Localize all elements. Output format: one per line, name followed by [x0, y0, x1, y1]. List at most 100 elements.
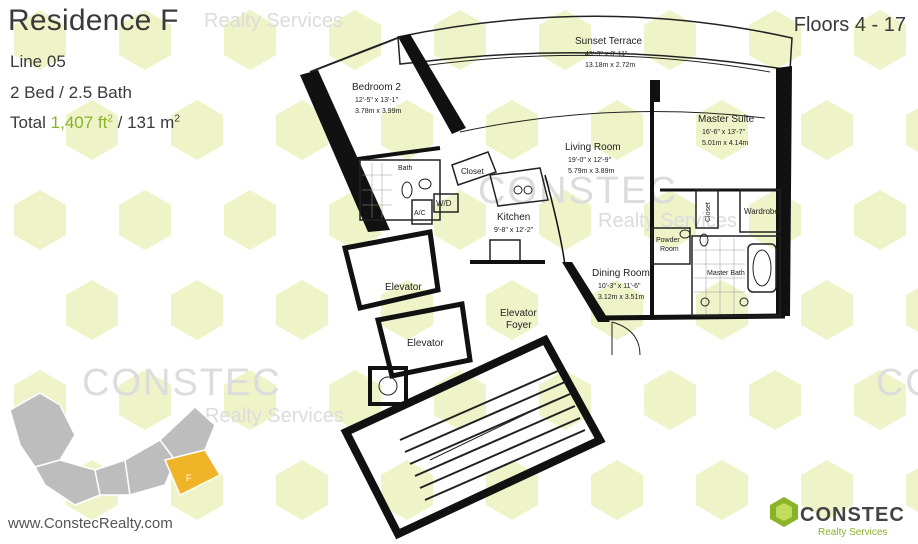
living-dim-ft: 19'-0" x 12'-9"	[568, 157, 612, 164]
terrace-rail	[459, 111, 766, 133]
watermark-hexagon	[329, 10, 381, 70]
elevator-2-shaft	[374, 301, 473, 379]
watermark-hexagon	[854, 190, 906, 250]
elevator-2-label: Elevator	[407, 338, 444, 349]
watermark-hexagon	[486, 280, 538, 340]
dining-wall-left	[562, 262, 610, 322]
bathtub-basin	[752, 249, 772, 287]
wd-label: W/D	[436, 199, 452, 208]
logo-brand-sub: Realty Services	[818, 527, 888, 538]
watermark-hexagon	[591, 460, 643, 520]
elevator-1-label: Elevator	[385, 282, 422, 293]
watermark-hexagon	[539, 190, 591, 250]
beds-baths: 2 Bed / 2.5 Bath	[10, 83, 132, 102]
foyer-label-1: Elevator	[500, 308, 537, 319]
living-label: Living Room	[565, 142, 621, 153]
key-plan-unit-f	[163, 449, 222, 497]
master-bath	[691, 235, 781, 317]
watermark-hexagon	[224, 190, 276, 250]
master-bath-label: Master Bath	[707, 270, 745, 277]
master-dim-ft: 16'-6" x 13'-7"	[702, 129, 746, 136]
watermark-hexagon	[854, 10, 906, 70]
watermark-sub-top: Realty Services	[204, 10, 343, 32]
powder-label: Powder	[656, 237, 680, 244]
bedroom-wall-left	[300, 70, 390, 232]
watermark-hexagon	[801, 280, 853, 340]
bathtub-icon	[747, 243, 777, 293]
watermark-hexagon	[486, 100, 538, 160]
kitchen-counter	[489, 167, 549, 207]
watermark-hexagon	[591, 100, 643, 160]
wardrobe-label: Wardrobe	[744, 207, 779, 216]
watermark-hexagon	[801, 100, 853, 160]
logo-brand-name: CONSTEC	[800, 504, 905, 526]
watermark-hexagon	[119, 190, 171, 250]
watermark-brand: CONSTEC	[82, 362, 282, 404]
wd-closet	[433, 193, 459, 213]
dining-label: Dining Room	[592, 268, 650, 279]
bath-tile	[362, 163, 392, 218]
watermark-hexagon	[276, 460, 328, 520]
master-sink-icon-2	[739, 297, 749, 307]
watermark-hexagon	[14, 190, 66, 250]
sink-icon	[418, 178, 432, 190]
watermark-hexagon	[224, 370, 276, 430]
watermark-hexagon	[644, 190, 696, 250]
key-plan-wing-5	[158, 405, 216, 461]
watermark-hexagon	[381, 460, 433, 520]
bath-block	[359, 159, 441, 221]
watermark-hexagon	[801, 460, 853, 520]
closet-block	[451, 151, 497, 186]
closet2-block	[695, 189, 719, 229]
watermark-hexagon	[854, 370, 906, 430]
powder-sink-icon	[679, 229, 691, 239]
cooktop-burner	[523, 185, 533, 195]
ft-sup: 2	[107, 113, 113, 125]
bedroom-wall-inner	[349, 146, 441, 162]
stair-core	[340, 334, 606, 540]
dining-dim-ft: 10'-3" x 11'-6"	[598, 283, 641, 290]
terrace-dim-ft: 43'-3" x 8'-11"	[585, 51, 628, 58]
ac-label: A/C	[414, 210, 426, 217]
toilet-icon-2	[699, 233, 709, 247]
watermark-hexagon	[696, 460, 748, 520]
key-plan: F	[9, 392, 222, 506]
area-sep: / 131 m	[112, 113, 175, 132]
key-plan-wing-2	[33, 459, 101, 506]
kitchen-label: Kitchen	[497, 212, 530, 223]
watermark-hexagon	[906, 108, 918, 152]
mech-equipment-icon	[378, 376, 398, 396]
floors-range: Floors 4 - 17	[793, 14, 906, 36]
terrace-dim-m: 13.18m x 2.72m	[585, 62, 635, 69]
master-sink-icon	[700, 297, 710, 307]
watermark-hexagon	[224, 10, 276, 70]
wardrobe-block	[739, 189, 781, 233]
bedroom-wall-top	[309, 36, 401, 73]
mech-room	[368, 366, 408, 406]
watermark-hexagon	[644, 370, 696, 430]
total-area: Total 1,407 ft2 / 131 m2	[10, 113, 180, 133]
watermark-hexagon	[276, 100, 328, 160]
master-label: Master Suite	[698, 114, 755, 125]
residence-title: Residence F	[8, 4, 179, 37]
kitchen-fridge	[489, 239, 521, 263]
watermark-hexagon	[749, 10, 801, 70]
m-sup: 2	[174, 113, 180, 125]
total-area-value: 1,407 ft2	[51, 113, 113, 132]
watermark-brand-right: CONSTEC	[876, 362, 918, 404]
website-link[interactable]: www.ConstecRealty.com	[8, 515, 173, 532]
watermark-hexagon	[66, 100, 118, 160]
watermark-hexagon	[171, 280, 223, 340]
elevator-1-shaft	[341, 229, 441, 311]
watermark-hexagon	[591, 280, 643, 340]
living-dim-m: 5.79m x 3.89m	[568, 168, 614, 175]
watermark-hexagon	[906, 288, 918, 332]
stair-rail	[429, 399, 556, 461]
watermark-hexagon	[906, 468, 918, 512]
watermark-hexagon	[66, 280, 118, 340]
master-dim-m: 5.01m x 4.14m	[702, 140, 748, 147]
kitchen-dim-ft: 9'-8" x 12'-2"	[494, 227, 534, 234]
key-plan-wing-3	[94, 459, 131, 496]
total-prefix: Total	[10, 113, 51, 132]
